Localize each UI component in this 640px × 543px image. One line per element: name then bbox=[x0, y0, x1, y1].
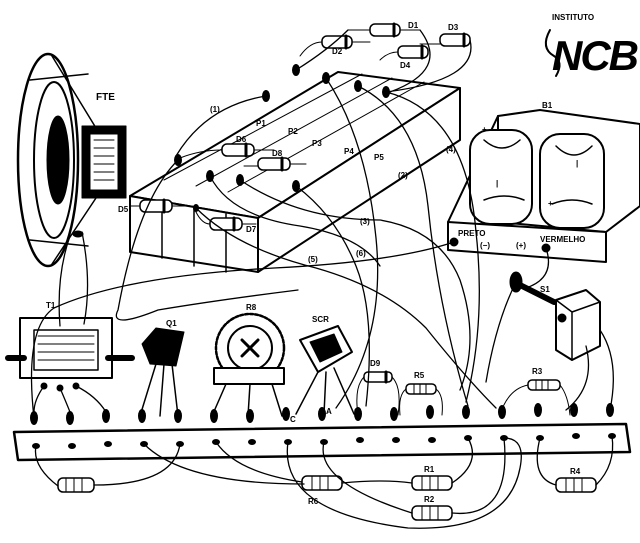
trimpot-label: R8 bbox=[246, 303, 257, 312]
speaker: FTE bbox=[16, 52, 127, 268]
label-p1: P1 bbox=[256, 119, 266, 128]
label-p5: P5 bbox=[374, 153, 384, 162]
diode-d9: D9 bbox=[356, 359, 400, 416]
wires bbox=[30, 29, 614, 529]
board-diodes: D1 D2 D3 D4 D5 D6 D7 D8 bbox=[118, 21, 471, 234]
battery-neg-word: PRETO bbox=[458, 229, 485, 238]
scr-pin-a: A bbox=[326, 407, 332, 416]
wire-number-4: (4) bbox=[446, 145, 456, 154]
diode-d8 bbox=[243, 156, 307, 172]
transformer-label: T1 bbox=[46, 301, 56, 310]
battery-plus-1: + bbox=[482, 125, 487, 134]
label-d5: D5 bbox=[118, 205, 129, 214]
battery-holder: + + | | B1 PRETO (−) (+) VERMELHO bbox=[447, 101, 640, 263]
label-d7: D7 bbox=[246, 225, 257, 234]
wire-number-6: (6) bbox=[356, 249, 366, 258]
logo-swoosh bbox=[544, 29, 561, 77]
resistor-bottom-left bbox=[57, 477, 95, 493]
wire-number-2: (2) bbox=[398, 171, 408, 180]
resistor-r1: R1 bbox=[411, 465, 453, 491]
battery-pos-sign: (+) bbox=[516, 241, 526, 250]
transistor-label: Q1 bbox=[166, 319, 177, 328]
label-d4: D4 bbox=[400, 61, 411, 70]
label-d8: D8 bbox=[272, 149, 283, 158]
resistor-r6: R6 bbox=[301, 475, 343, 506]
plate-board bbox=[129, 64, 461, 273]
wire-number-3: (3) bbox=[360, 217, 370, 226]
label-r3: R3 bbox=[532, 367, 543, 376]
battery-minus-2: | bbox=[576, 159, 578, 168]
label-r5: R5 bbox=[414, 371, 425, 380]
logo: INSTITUTO NCB bbox=[544, 13, 640, 79]
label-r4: R4 bbox=[570, 467, 581, 476]
label-d2: D2 bbox=[332, 47, 343, 56]
label-d1: D1 bbox=[408, 21, 419, 30]
plate-labels: P1 P2 P3 P4 P5 bbox=[256, 119, 384, 162]
speaker-label: FTE bbox=[96, 92, 115, 103]
transformer: T1 bbox=[5, 301, 135, 392]
label-p4: P4 bbox=[344, 147, 354, 156]
label-d9: D9 bbox=[370, 359, 381, 368]
label-p2: P2 bbox=[288, 127, 298, 136]
battery-minus-1: | bbox=[496, 179, 498, 188]
diode-d6 bbox=[179, 142, 275, 159]
diode-d5 bbox=[129, 198, 193, 214]
logo-main-text: NCB bbox=[552, 32, 638, 79]
label-r2: R2 bbox=[424, 495, 435, 504]
battery-plus-2: + bbox=[548, 199, 553, 208]
switch: S1 bbox=[509, 271, 601, 361]
diode-d4 bbox=[379, 44, 429, 61]
scr: SCR C A G bbox=[290, 315, 360, 424]
switch-label: S1 bbox=[540, 285, 550, 294]
resistor-r4: R4 bbox=[555, 467, 597, 493]
label-r1: R1 bbox=[424, 465, 435, 474]
wire-numbers: (1) (2) (3) (4) (5) (6) bbox=[210, 105, 456, 264]
label-d6: D6 bbox=[236, 135, 247, 144]
wire-number-1: (1) bbox=[210, 105, 220, 114]
diode-d2 bbox=[299, 34, 371, 57]
battery-neg-sign: (−) bbox=[480, 241, 490, 250]
transistor-q1: Q1 bbox=[139, 319, 185, 417]
label-d3: D3 bbox=[448, 23, 459, 32]
battery-label: B1 bbox=[542, 101, 553, 110]
resistor-r5: R5 bbox=[399, 371, 443, 416]
label-p3: P3 bbox=[312, 139, 322, 148]
wire-number-5: (5) bbox=[308, 255, 318, 264]
battery-pos-word: VERMELHO bbox=[540, 235, 585, 244]
label-r6: R6 bbox=[308, 497, 319, 506]
scr-label: SCR bbox=[312, 315, 329, 324]
trimpot-r8: R8 bbox=[211, 303, 286, 417]
terminal-strip bbox=[12, 403, 632, 462]
logo-top-text: INSTITUTO bbox=[552, 13, 594, 22]
scr-pin-c: C bbox=[290, 415, 296, 424]
diode-d3 bbox=[419, 32, 471, 48]
resistor-r2: R2 bbox=[411, 495, 453, 521]
diode-d1 bbox=[347, 22, 421, 38]
